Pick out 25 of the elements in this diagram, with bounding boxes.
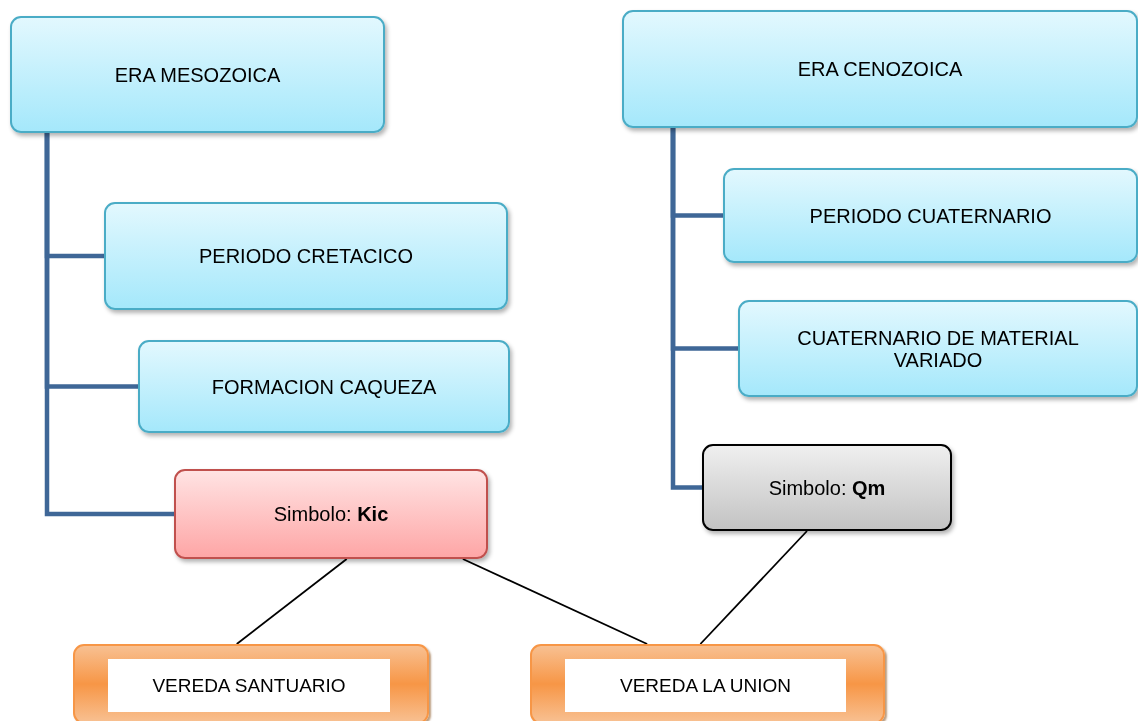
node-label: CUATERNARIO DE MATERIAL VARIADO — [796, 326, 1080, 371]
connector-line — [44, 133, 174, 517]
node-label: PERIODO CUATERNARIO — [808, 204, 1053, 227]
process-box — [138, 340, 510, 433]
connector-line — [699, 530, 808, 645]
node-label: PERIODO CRETACICO — [197, 245, 415, 267]
process-box — [622, 10, 1138, 128]
node-label: Simbolo: Qm — [767, 476, 887, 499]
connector-line — [670, 128, 702, 490]
node-label: Simbolo: Kic — [272, 503, 390, 525]
process-box — [104, 202, 508, 310]
connector-line — [462, 558, 649, 645]
node-label: FORMACION CAQUEZA — [210, 375, 438, 398]
process-box — [723, 168, 1138, 263]
location-box — [530, 644, 885, 721]
symbol-box — [702, 444, 952, 531]
process-box — [738, 300, 1138, 397]
node-label: ERA MESOZOICA — [113, 63, 282, 86]
connector-line — [235, 558, 348, 645]
name-label: VEREDA LA UNION — [565, 659, 846, 712]
name-label: VEREDA SANTUARIO — [108, 659, 390, 712]
location-box — [73, 644, 429, 721]
symbol-box — [174, 469, 488, 559]
node-label: ERA CENOZOICA — [796, 58, 964, 80]
process-box — [10, 16, 385, 133]
